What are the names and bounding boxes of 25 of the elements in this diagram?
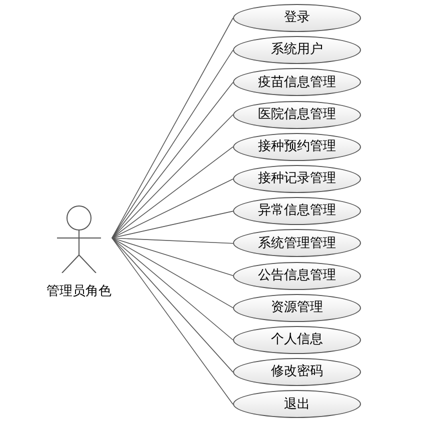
- use-case-label: 公告信息管理: [258, 266, 336, 285]
- association-line: [112, 238, 234, 405]
- use-case-label: 退出: [284, 396, 310, 414]
- actor-label: 管理员角色: [46, 283, 112, 301]
- use-case-label: 接种预约管理: [258, 138, 336, 156]
- use-case-label: 个人信息: [271, 331, 323, 350]
- association-line: [112, 82, 234, 238]
- use-case-label: 医院信息管理: [258, 106, 336, 124]
- use-case-label: 异常信息管理: [258, 202, 336, 220]
- use-case-label: 修改密码: [271, 363, 323, 382]
- use-case-label: 系统管理管理: [258, 234, 336, 253]
- association-line: [112, 238, 234, 244]
- association-line: [112, 238, 234, 340]
- use-case-label: 疫苗信息管理: [258, 74, 336, 92]
- association-line: [112, 114, 234, 238]
- association-line: [112, 178, 234, 238]
- use-case-label: 资源管理: [271, 299, 323, 318]
- use-case-label: 系统用户: [271, 41, 323, 60]
- association-line: [112, 238, 234, 308]
- use-case-label: 登录: [284, 9, 310, 28]
- association-line: [112, 238, 234, 373]
- association-line: [112, 146, 234, 238]
- association-line: [112, 238, 234, 276]
- use-case-label: 接种记录管理: [258, 170, 336, 188]
- association-line: [112, 210, 234, 238]
